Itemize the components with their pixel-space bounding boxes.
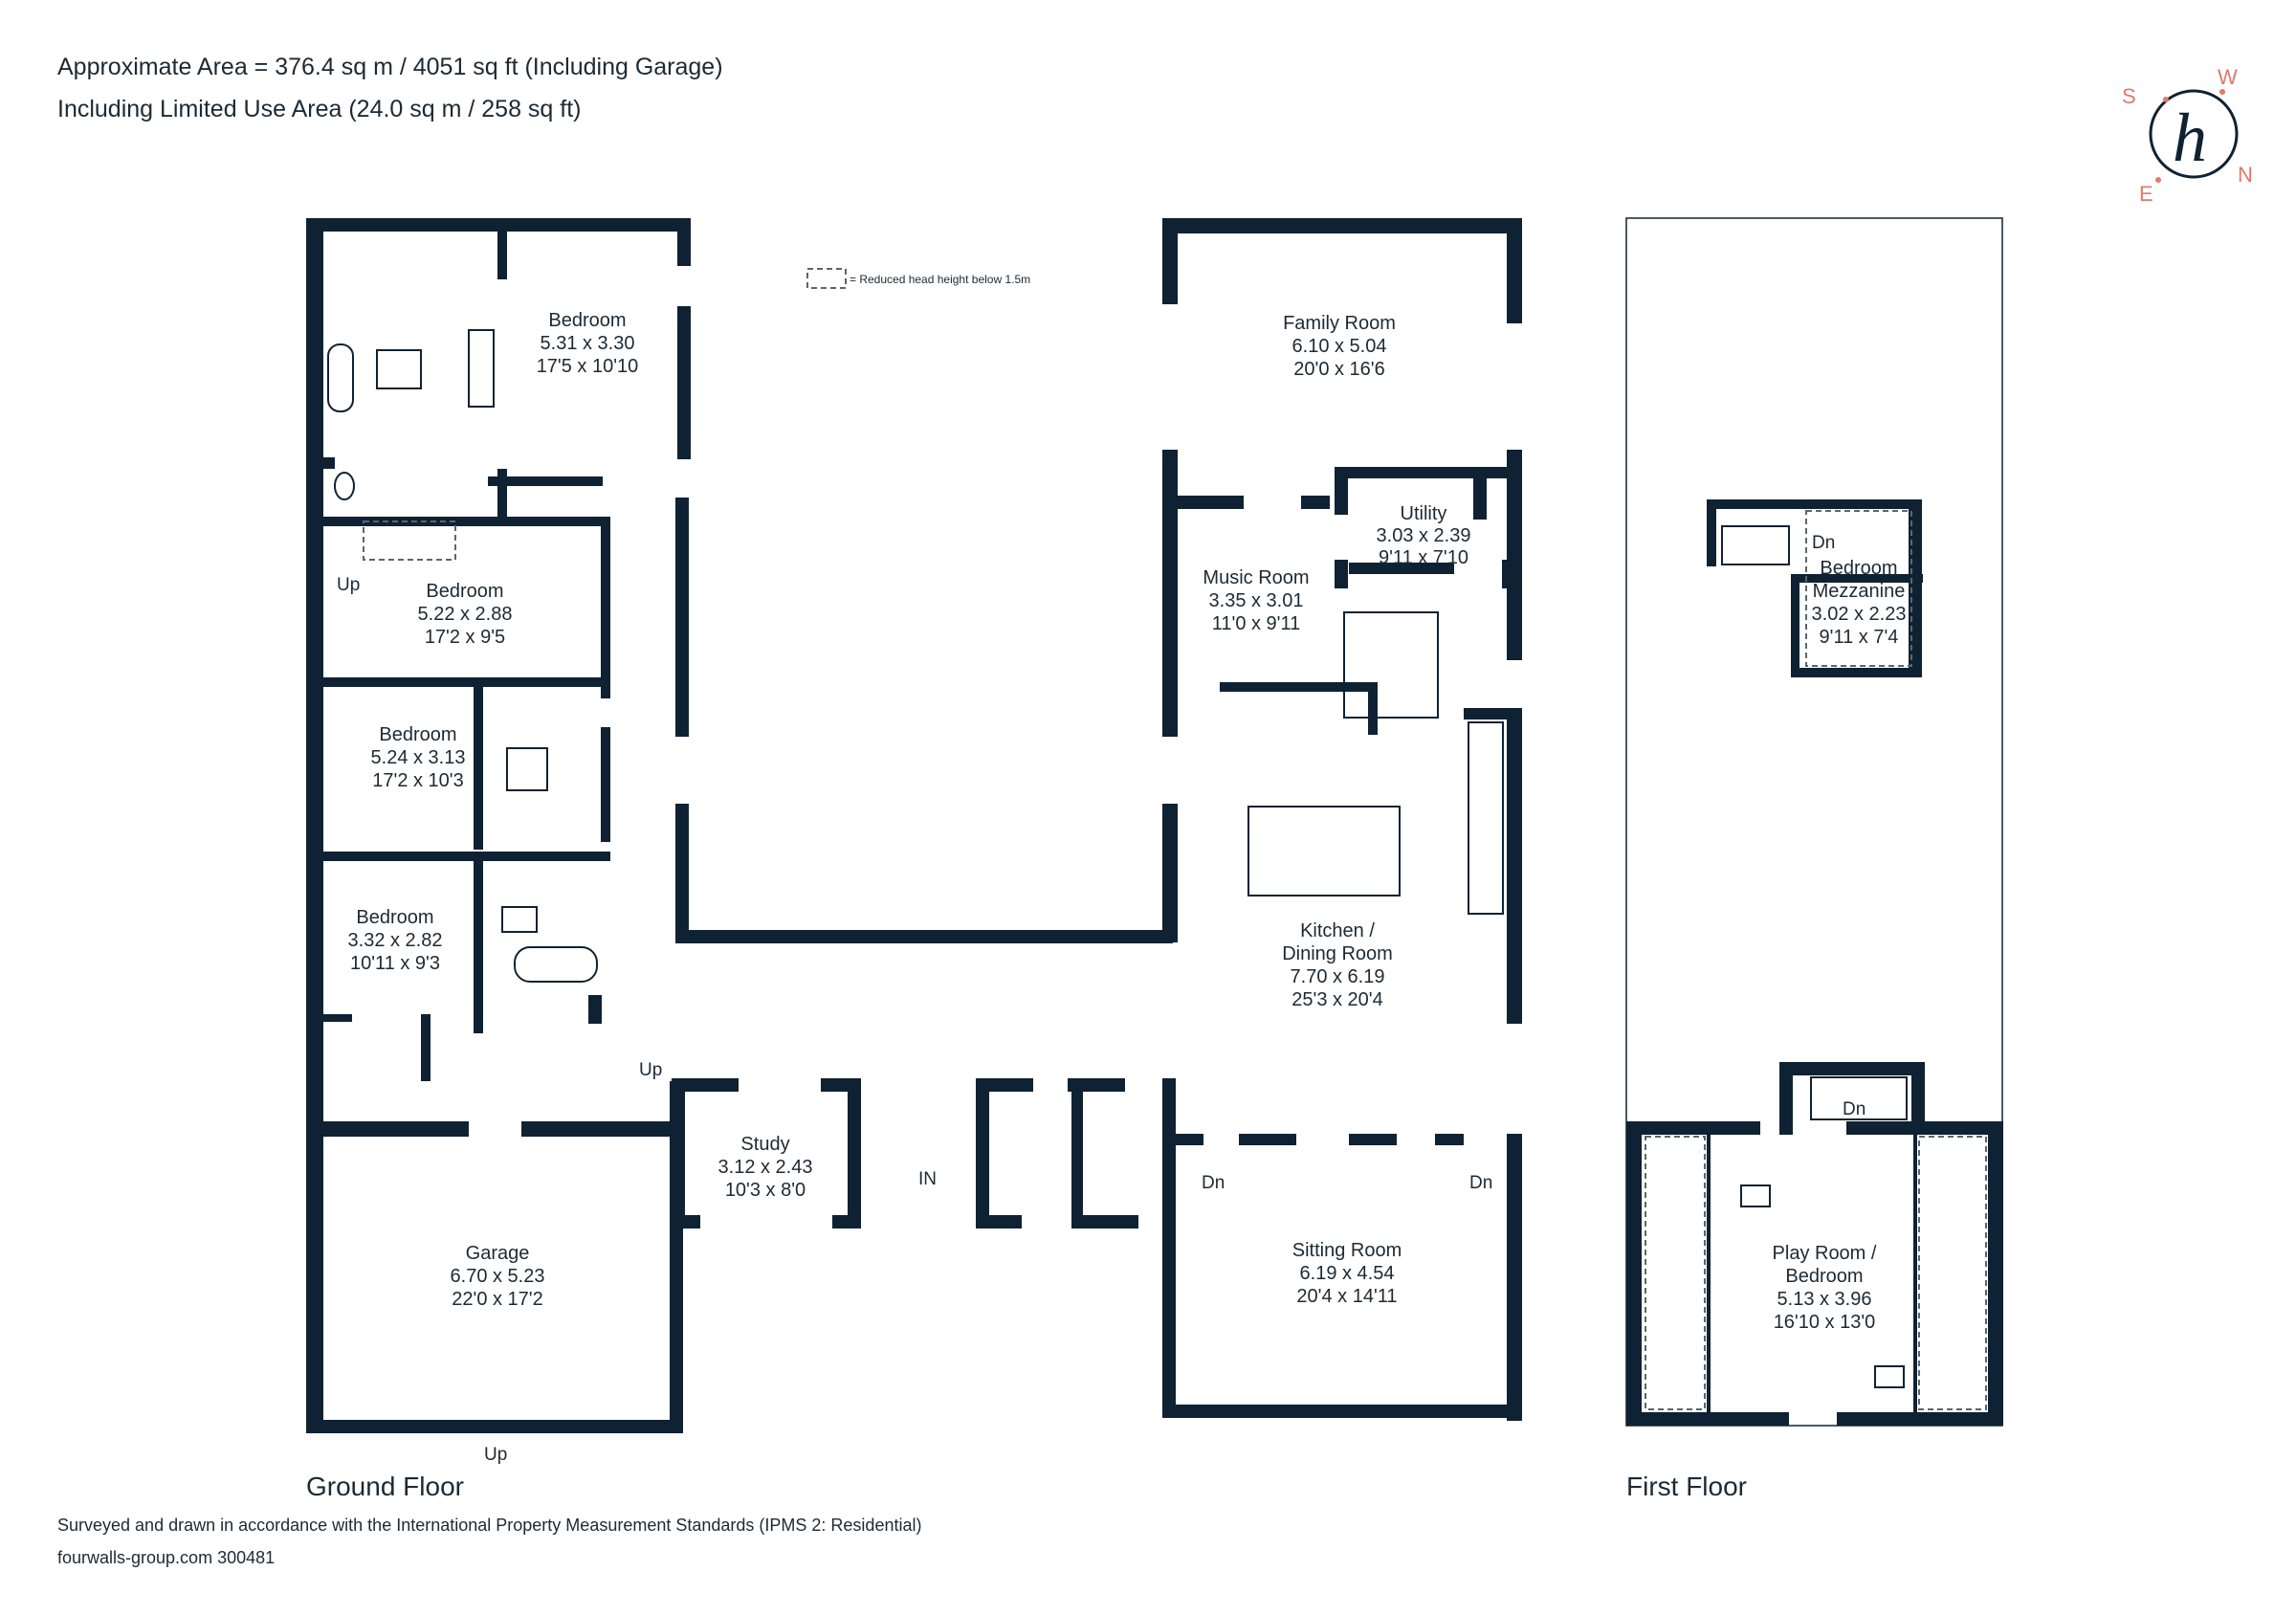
room-name: Utility [1401,503,1447,524]
survey-note: Surveyed and drawn in accordance with th… [57,1516,922,1535]
room-name: Kitchen / [1300,920,1375,941]
room-sitting: Sitting Room 6.19 x 4.54 20'4 x 14'11 [1292,1240,1402,1307]
room-playroom: Play Room / Bedroom 5.13 x 3.96 16'10 x … [1773,1243,1877,1333]
room-metric: 5.22 x 2.88 [418,604,513,625]
room-metric: 3.02 x 2.23 [1812,604,1907,625]
room-name: Play Room / [1773,1243,1877,1264]
room-metric: 3.35 x 3.01 [1209,590,1304,611]
room-imperial: 16'10 x 13'0 [1774,1312,1876,1333]
room-imperial: 20'4 x 14'11 [1296,1286,1397,1307]
compass-s: S [2122,84,2136,108]
room-bedroom-1: Bedroom 5.31 x 3.30 17'5 x 10'10 [537,310,639,377]
stair-up-label: Up [484,1445,507,1465]
room-name: Bedroom [426,581,503,602]
stair-up-label: Up [337,575,360,595]
room-music: Music Room 3.35 x 3.01 11'0 x 9'11 [1203,567,1309,634]
stair-markers: Up Up Up Dn Dn Dn Dn IN [337,533,1866,1465]
room-metric: 3.12 x 2.43 [718,1157,813,1178]
room-name: Bedroom [1820,558,1897,579]
room-imperial: 11'0 x 9'11 [1212,613,1301,634]
stair-dn-label: Dn [1469,1173,1492,1193]
room-name: Study [740,1134,789,1155]
room-name: Garage [466,1243,530,1264]
compass-e: E [2139,182,2153,206]
room-bedroom-3: Bedroom 5.24 x 3.13 17'2 x 10'3 [371,724,466,791]
stair-dn-label: Dn [1812,533,1835,553]
stair-up-label: Up [639,1060,662,1080]
logo-letter: h [2173,100,2207,176]
head-height-legend: = Reduced head height below 1.5m [806,268,1030,289]
room-imperial: 9'11 x 7'10 [1379,547,1468,568]
room-name: Bedroom [379,724,456,745]
room-utility: Utility 3.03 x 2.39 9'11 x 7'10 [1377,503,1471,568]
room-study: Study 3.12 x 2.43 10'3 x 8'0 [718,1134,813,1201]
room-mezzanine: Bedroom Mezzanine 3.02 x 2.23 9'11 x 7'4 [1812,558,1907,648]
stair-dn-label: Dn [1202,1173,1225,1193]
room-imperial: 17'5 x 10'10 [537,356,639,377]
room-name: Family Room [1283,313,1396,334]
room-imperial: 20'0 x 16'6 [1293,359,1385,380]
room-name-2: Mezzanine [1813,581,1906,602]
room-metric: 6.70 x 5.23 [451,1266,545,1287]
room-metric: 5.24 x 3.13 [371,747,466,768]
room-name: Bedroom [548,310,626,331]
ground-floor-label: Ground Floor [306,1472,464,1501]
compass-n: N [2238,163,2253,187]
room-name: Music Room [1203,567,1309,588]
room-metric: 7.70 x 6.19 [1291,966,1385,987]
room-name: Sitting Room [1292,1240,1402,1261]
room-metric: 3.32 x 2.82 [348,930,443,951]
room-kitchen: Kitchen / Dining Room 7.70 x 6.19 25'3 x… [1282,920,1393,1010]
fixtures [327,329,1908,1388]
room-imperial: 17'2 x 9'5 [425,627,505,648]
room-name-2: Dining Room [1282,943,1393,964]
room-imperial: 17'2 x 10'3 [372,770,464,791]
entrance-label: IN [918,1169,937,1189]
compass-logo: h S W E N [2122,65,2253,206]
area-summary: Approximate Area = 376.4 sq m / 4051 sq … [57,54,723,80]
first-floor-label: First Floor [1626,1472,1747,1501]
room-bedroom-2: Bedroom 5.22 x 2.88 17'2 x 9'5 [418,581,513,648]
room-metric: 6.19 x 4.54 [1300,1263,1395,1284]
walls-ground [306,218,1522,1433]
company-reference: fourwalls-group.com 300481 [57,1548,276,1567]
legend-text: = Reduced head height below 1.5m [850,273,1030,286]
room-imperial: 10'3 x 8'0 [725,1180,806,1201]
room-family: Family Room 6.10 x 5.04 20'0 x 16'6 [1283,313,1396,380]
room-imperial: 22'0 x 17'2 [452,1289,543,1310]
stair-dn-label: Dn [1843,1099,1866,1119]
room-metric: 5.13 x 3.96 [1777,1289,1872,1310]
room-metric: 6.10 x 5.04 [1292,336,1387,357]
room-name-2: Bedroom [1785,1266,1863,1287]
reduced-head-height-zones [363,510,1987,1410]
room-garage: Garage 6.70 x 5.23 22'0 x 17'2 [451,1243,545,1310]
room-metric: 5.31 x 3.30 [541,333,635,354]
compass-w: W [2218,65,2238,89]
room-name: Bedroom [356,907,433,928]
room-bedroom-4: Bedroom 3.32 x 2.82 10'11 x 9'3 [348,907,443,974]
room-imperial: 10'11 x 9'3 [350,953,440,974]
room-metric: 3.03 x 2.39 [1377,525,1471,546]
limited-use-area: Including Limited Use Area (24.0 sq m / … [57,96,582,122]
room-imperial: 9'11 x 7'4 [1820,627,1899,648]
room-imperial: 25'3 x 20'4 [1292,989,1383,1010]
